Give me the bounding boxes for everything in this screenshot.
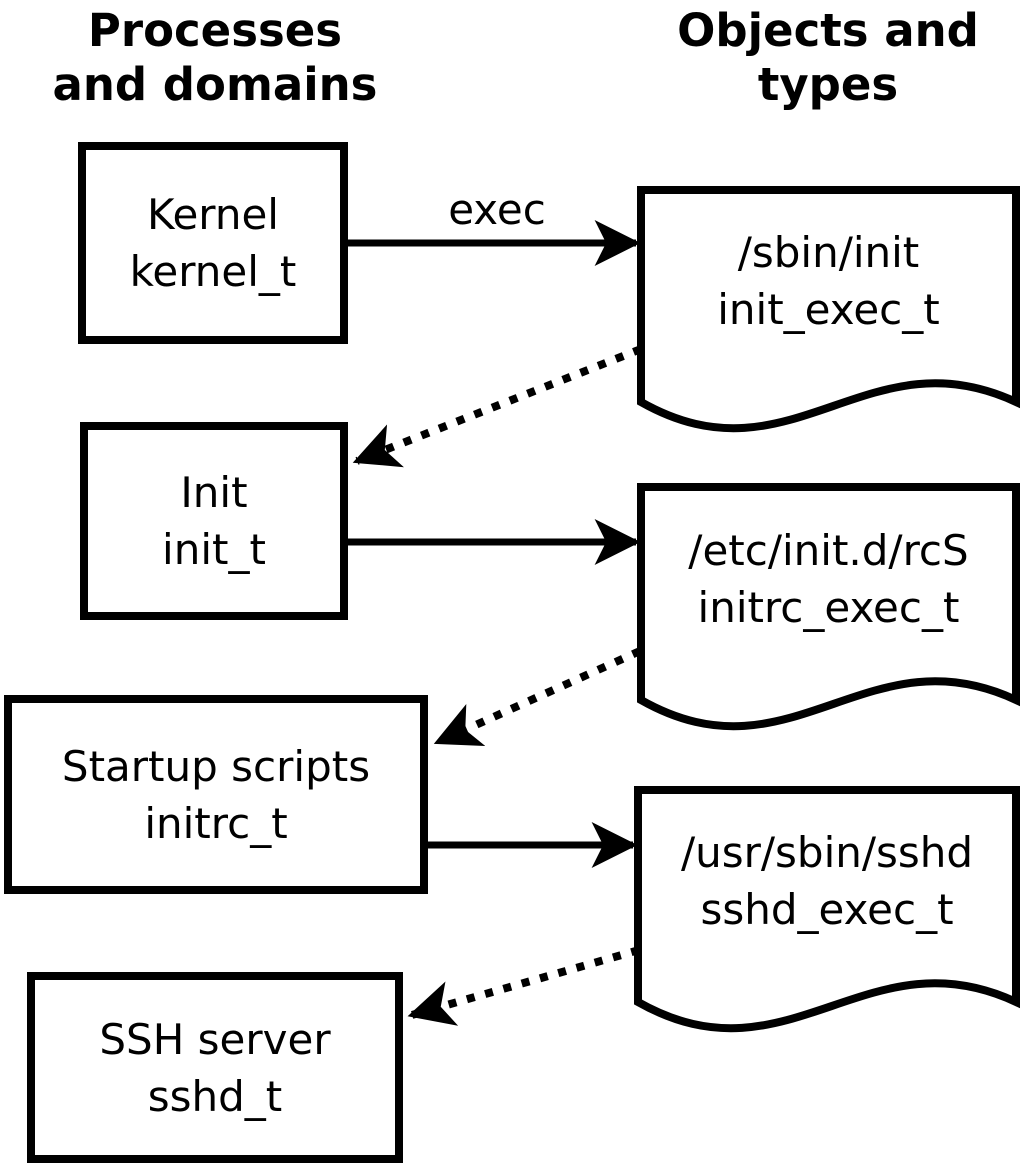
heading-line: and domains (52, 58, 378, 111)
process-box-kernel: Kernel kernel_t (78, 142, 348, 344)
domain-label: kernel_t (129, 247, 297, 296)
transition-arrow-sshdexec-to-sshd (407, 946, 641, 1026)
process-name: Kernel (147, 190, 279, 239)
transition-arrow-initrcexec-to-initrc (433, 647, 642, 746)
process-box-ssh-server: SSH server sshd_t (27, 972, 403, 1163)
process-name: Startup scripts (61, 741, 371, 791)
process-name: Init (180, 468, 248, 517)
exec-edge-label: exec (448, 185, 546, 234)
process-name: SSH server (99, 1014, 331, 1064)
process-box-init: Init init_t (80, 422, 348, 620)
domain-label: sshd_t (147, 1071, 283, 1121)
transition-arrow-initexec-to-init (352, 345, 643, 468)
heading-line: Processes (87, 4, 343, 57)
document-shape-usr-sbin-sshd (634, 786, 1020, 1033)
process-box-startup-scripts: Startup scripts initrc_t (4, 695, 428, 894)
document-shape-sbin-init (637, 186, 1020, 433)
domain-label: initrc_t (144, 798, 288, 848)
heading-line: types (757, 58, 899, 111)
column-heading-processes: Processes and domains (15, 4, 415, 112)
column-heading-objects: Objects and types (632, 4, 1024, 112)
document-shape-etc-initd-rcs (637, 483, 1020, 731)
heading-line: Objects and (677, 4, 979, 57)
domain-label: init_t (162, 525, 266, 574)
